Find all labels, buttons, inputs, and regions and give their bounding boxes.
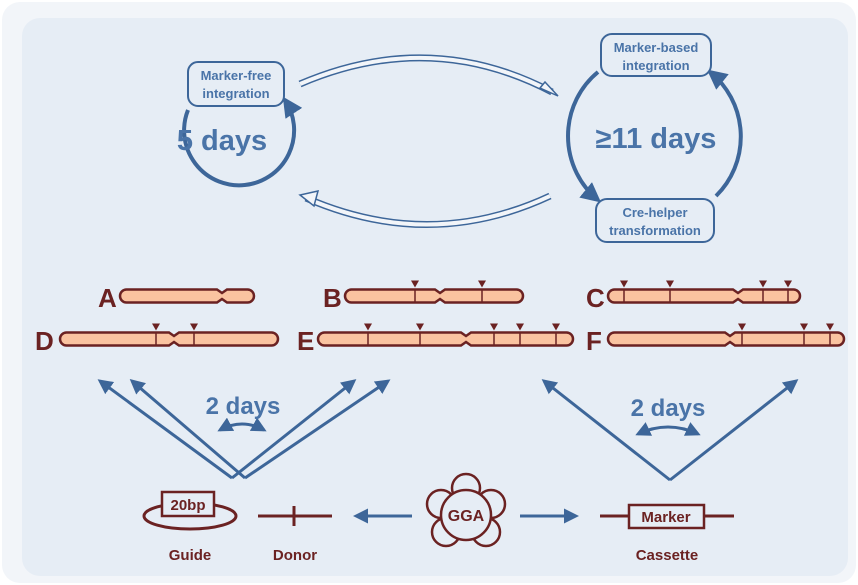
arrow-to-b xyxy=(244,379,391,480)
gga-logo: GGA xyxy=(425,472,507,548)
chromosome-label-a: A xyxy=(98,283,117,313)
cassette-construct: Marker Cassette xyxy=(600,503,734,564)
marker-based-cycle: Marker-based integration ≥11 days Cre-he… xyxy=(566,33,743,243)
guide-20bp-box xyxy=(160,490,216,518)
gga-center-circle xyxy=(439,488,493,542)
gga-text: GGA xyxy=(448,508,485,525)
chromosome-label-d: D xyxy=(35,326,54,356)
chromosome-label-b: B xyxy=(323,283,342,313)
marker-box xyxy=(627,503,706,530)
chromosome-b xyxy=(343,280,525,304)
chromosome-body xyxy=(606,288,802,304)
integration-site-marker xyxy=(620,280,628,288)
right-cycle-arrow-left xyxy=(566,70,602,203)
chromosome-body xyxy=(118,288,256,304)
arrow-to-c xyxy=(541,379,671,482)
left-cycle-days: 5 days xyxy=(177,125,267,157)
right-days-double-arrow xyxy=(635,422,701,436)
integration-site-marker xyxy=(411,280,419,288)
hollow-arrow-left-fill xyxy=(305,194,551,227)
guide-label: Guide xyxy=(169,547,212,564)
cre-helper-box xyxy=(595,198,715,243)
integration-site-marker xyxy=(478,280,486,288)
right-cycle-days: ≥11 days xyxy=(596,123,717,155)
hollow-arrow-right-fill xyxy=(299,55,553,94)
arrow-to-f xyxy=(669,379,799,482)
cre-helper-line2: transformation xyxy=(609,223,701,238)
chromosome-body xyxy=(606,331,846,347)
guide-20bp-text: 20bp xyxy=(170,497,205,514)
chromosome-c xyxy=(606,280,802,304)
left-days-double-arrow xyxy=(217,417,267,432)
marker-based-box xyxy=(600,33,712,77)
chromosome-body xyxy=(316,331,575,347)
donor-label: Donor xyxy=(273,547,317,564)
arrow-to-a xyxy=(129,379,246,480)
integration-site-marker xyxy=(490,323,498,331)
chromosome-label-e: E xyxy=(297,326,314,356)
integration-site-marker xyxy=(666,280,674,288)
marker-based-line1: Marker-based xyxy=(614,40,699,55)
left-transfer-days: 2 days xyxy=(206,393,281,420)
chromosome-a xyxy=(118,288,256,304)
marker-based-line2: integration xyxy=(622,58,689,73)
arrow-to-e xyxy=(231,379,357,480)
donor-construct: Donor xyxy=(258,506,332,564)
chromosome-label-f: F xyxy=(586,326,602,356)
integration-site-marker xyxy=(759,280,767,288)
marker-text: Marker xyxy=(641,509,690,526)
integration-site-marker xyxy=(416,323,424,331)
integration-site-marker xyxy=(190,323,198,331)
chromosome-body xyxy=(343,288,525,304)
marker-free-line1: Marker-free xyxy=(201,68,272,83)
integration-site-marker xyxy=(784,280,792,288)
arrow-to-d xyxy=(97,379,233,480)
chromosome-e xyxy=(316,323,575,347)
left-transfer-arrows: 2 days xyxy=(97,379,391,480)
integration-site-marker xyxy=(826,323,834,331)
marker-free-cycle: Marker-free integration 5 days xyxy=(177,61,303,188)
cre-helper-line1: Cre-helper xyxy=(622,205,687,220)
integration-site-marker xyxy=(552,323,560,331)
integration-site-marker xyxy=(800,323,808,331)
chromosome-body xyxy=(58,331,280,347)
cassette-label: Cassette xyxy=(636,547,699,564)
chromosomes xyxy=(58,280,846,347)
chromosome-d xyxy=(58,323,280,347)
guide-construct: 20bp Guide xyxy=(142,490,238,564)
chromosome-label-c: C xyxy=(586,283,605,313)
hollow-arrow-right-head xyxy=(538,80,559,97)
marker-free-line2: integration xyxy=(202,86,269,101)
chromosome-f xyxy=(606,323,846,347)
marker-free-box xyxy=(187,61,285,107)
integration-site-marker xyxy=(738,323,746,331)
integration-site-marker xyxy=(364,323,372,331)
right-transfer-days: 2 days xyxy=(631,395,706,422)
right-cycle-arrow-right xyxy=(706,69,743,198)
integration-site-marker xyxy=(152,323,160,331)
hollow-arrow-left-head xyxy=(298,189,320,208)
left-cycle-arrow xyxy=(182,96,303,188)
right-transfer-arrows: 2 days xyxy=(541,379,799,482)
integration-site-marker xyxy=(516,323,524,331)
